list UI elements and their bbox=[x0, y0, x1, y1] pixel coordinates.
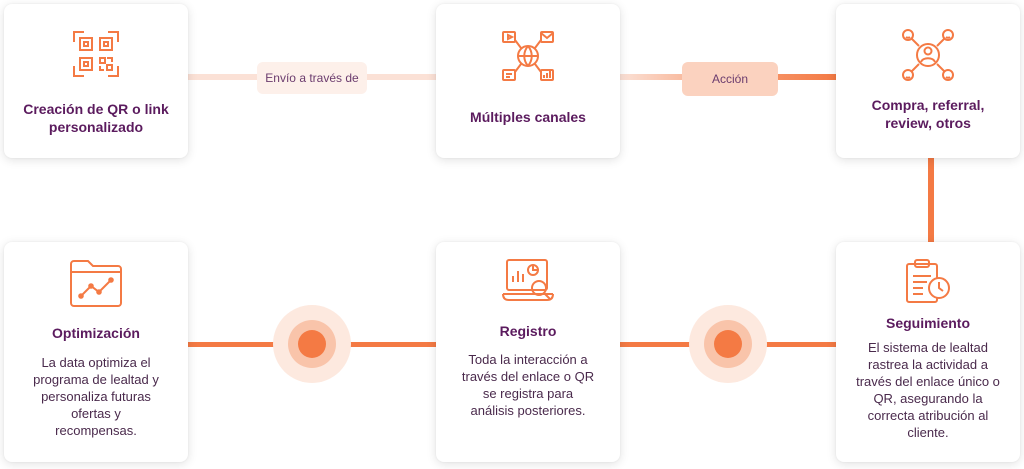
step-desc-optimization: La data optimiza el programa de lealtad … bbox=[33, 355, 159, 438]
step-title-tracking: Seguimiento bbox=[885, 315, 970, 331]
step-card-registry: Registro Toda la interacción a través de… bbox=[436, 242, 620, 462]
step-card-channels: Múltiples canales bbox=[436, 4, 620, 158]
step-title-action: Compra, referral, review, otros bbox=[871, 97, 985, 131]
step-card-tracking: Seguimiento El sistema de lealtad rastre… bbox=[836, 242, 1020, 462]
clipboard-clock-icon bbox=[903, 258, 953, 311]
analytics-search-icon bbox=[501, 256, 555, 311]
users-network-icon bbox=[901, 28, 955, 87]
step-title-optimization: Optimización bbox=[52, 325, 140, 341]
connector-action-tracking bbox=[928, 158, 934, 242]
step-title-channels: Múltiples canales bbox=[470, 109, 586, 125]
qr-code-icon bbox=[72, 30, 120, 83]
step-title-registry: Registro bbox=[499, 323, 557, 339]
step-desc-tracking: El sistema de lealtad rastrea la activid… bbox=[856, 340, 1000, 440]
connector-node-left bbox=[298, 330, 326, 358]
step-title-qr: Creación de QR o link personalizado bbox=[23, 101, 169, 135]
step-desc-registry: Toda la interacción a través del enlace … bbox=[461, 352, 595, 418]
folder-chart-icon bbox=[69, 258, 123, 313]
step-card-action: Compra, referral, review, otros bbox=[836, 4, 1020, 158]
connector-label-action: Acción bbox=[682, 62, 778, 96]
multichannel-icon bbox=[501, 30, 555, 87]
step-card-qr: Creación de QR o link personalizado bbox=[4, 4, 188, 158]
connector-node-right bbox=[714, 330, 742, 358]
step-card-optimization: Optimización La data optimiza el program… bbox=[4, 242, 188, 462]
connector-label-send: Envío a través de bbox=[257, 62, 367, 94]
